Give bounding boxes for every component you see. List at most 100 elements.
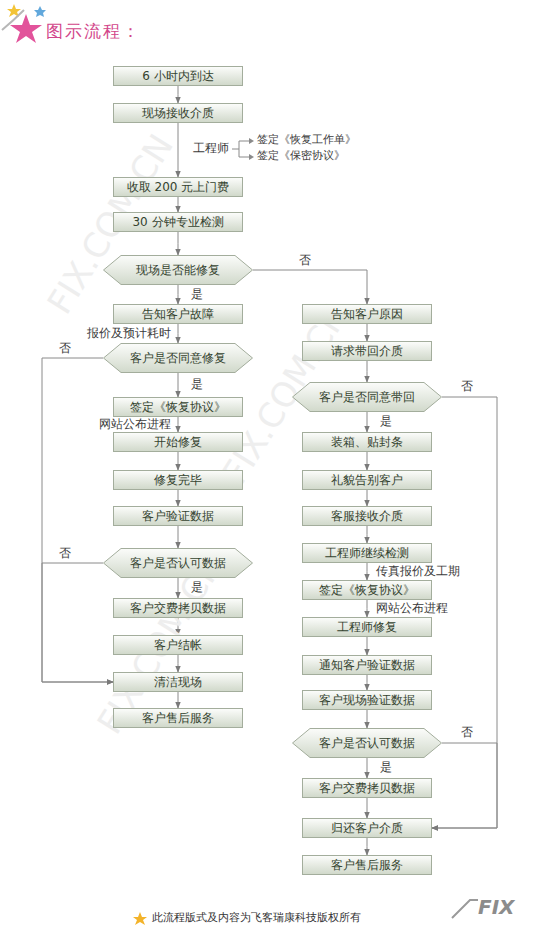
flow-connector: [178, 86, 179, 103]
flow-connector: [42, 358, 113, 682]
flow-connector: [367, 758, 368, 778]
node-text: 修复完毕: [154, 473, 202, 488]
edge-label: 否: [298, 253, 312, 267]
flow-connector: [367, 798, 368, 818]
decision-diamond: 客户是否同意修复: [103, 343, 253, 373]
process-box: 签定《恢复协议》: [302, 580, 432, 600]
flow-connector: [42, 563, 113, 682]
star-trail: [2, 10, 24, 30]
flow-connector: [367, 600, 368, 617]
flow-connector: [178, 526, 179, 548]
flow-connector: [367, 710, 368, 728]
flow-connector: [178, 285, 179, 304]
node-text: 客户交费拷贝数据: [319, 781, 415, 796]
edge-label: 否: [460, 379, 474, 393]
node-text: 工程师继续检测: [325, 546, 409, 561]
edge-label: 是: [190, 377, 204, 391]
flow-connector: [178, 655, 179, 672]
process-box: 礼貌告别客户: [302, 470, 432, 490]
node-text: 签定《恢复协议》: [319, 583, 415, 598]
process-box: 工程师继续检测: [302, 543, 432, 563]
flow-connector: [178, 232, 179, 255]
edge-label: 是: [379, 414, 393, 428]
node-text: 通知客户验证数据: [319, 658, 415, 673]
process-box: 客户结帐: [113, 635, 243, 655]
process-box: 客户售后服务: [113, 708, 243, 728]
edge-label: 报价及预计耗时: [86, 326, 172, 340]
document-note: 签定《保密协议》: [257, 150, 345, 163]
edge-label: 是: [379, 760, 393, 774]
flow-connector: [367, 563, 368, 580]
edge-label: 否: [58, 341, 72, 355]
edge-label: 网站公布进程: [375, 601, 449, 615]
process-box: 客户现场验证数据: [302, 690, 432, 710]
node-text: 客户交费拷贝数据: [130, 601, 226, 616]
logo-swoosh: [452, 900, 478, 918]
process-box: 修复完毕: [113, 470, 243, 490]
node-text: 现场是否能修复: [136, 263, 220, 278]
title-stars: [2, 4, 46, 43]
flow-connector: [178, 490, 179, 506]
flow-connector: [367, 361, 368, 382]
process-box: 告知客户故障: [113, 304, 243, 324]
flow-connector: [178, 373, 179, 397]
node-text: 30 分钟专业检测: [132, 215, 223, 230]
process-box: 装箱、贴封条: [302, 432, 432, 452]
process-box: 告知客户原因: [302, 304, 432, 324]
node-text: 请求带回介质: [331, 344, 403, 359]
flow-connector: [178, 692, 179, 708]
flow-connector: [178, 197, 179, 212]
node-text: 客户是否同意带回: [319, 390, 415, 405]
flow-connector: [367, 452, 368, 470]
node-text: 开始修复: [154, 435, 202, 450]
process-box: 清洁现场: [113, 672, 243, 692]
process-box: 客户交费拷贝数据: [302, 778, 432, 798]
node-text: 签定《恢复协议》: [130, 400, 226, 415]
node-text: 归还客户介质: [331, 821, 403, 836]
node-text: 收取 200 元上门费: [127, 180, 230, 195]
process-box: 开始修复: [113, 432, 243, 452]
node-text: 客户是否同意修复: [130, 351, 226, 366]
decision-diamond: 客户是否同意带回: [292, 382, 442, 412]
node-text: 客户结帐: [154, 638, 202, 653]
node-text: 告知客户故障: [142, 307, 214, 322]
node-text: 告知客户原因: [331, 307, 403, 322]
flow-connector: [367, 412, 368, 432]
engineer-bracket: [232, 138, 254, 160]
process-box: 客服接收介质: [302, 506, 432, 526]
flow-connector: [367, 675, 368, 690]
diamond-shape: [104, 549, 253, 578]
star-icon: [34, 6, 46, 17]
process-box: 客户交费拷贝数据: [113, 598, 243, 618]
decision-diamond: 现场是否能修复: [103, 255, 253, 285]
diamond-shape: [104, 344, 253, 373]
node-text: 现场接收介质: [142, 106, 214, 121]
edge-label: 否: [460, 725, 474, 739]
process-box: 客户验证数据: [113, 506, 243, 526]
node-text: 客户售后服务: [142, 711, 214, 726]
edge-label: 否: [58, 546, 72, 560]
flow-connector: [432, 743, 497, 828]
node-text: 6 小时内到达: [142, 69, 213, 84]
decision-diamond: 客户是否认可数据: [292, 728, 442, 758]
flow-connector: [253, 270, 367, 304]
flow-connector: [178, 324, 179, 343]
flow-connector: [178, 417, 179, 432]
process-box: 归还客户介质: [302, 818, 432, 838]
process-box: 通知客户验证数据: [302, 655, 432, 675]
diamond-shape: [104, 256, 253, 285]
process-box: 收取 200 元上门费: [113, 177, 243, 197]
edge-label: 是: [190, 580, 204, 594]
node-text: 客户验证数据: [142, 509, 214, 524]
flow-connector: [367, 324, 368, 341]
process-box: 现场接收介质: [113, 103, 243, 123]
diamond-shape: [293, 729, 442, 758]
flow-connector: [367, 637, 368, 655]
process-box: 客户售后服务: [302, 855, 432, 875]
node-text: 清洁现场: [154, 675, 202, 690]
decision-diamond: 客户是否认可数据: [103, 548, 253, 578]
flow-connector: [367, 838, 368, 855]
flow-connector: [178, 452, 179, 470]
edge-label: 是: [190, 287, 204, 301]
process-box: 请求带回介质: [302, 341, 432, 361]
